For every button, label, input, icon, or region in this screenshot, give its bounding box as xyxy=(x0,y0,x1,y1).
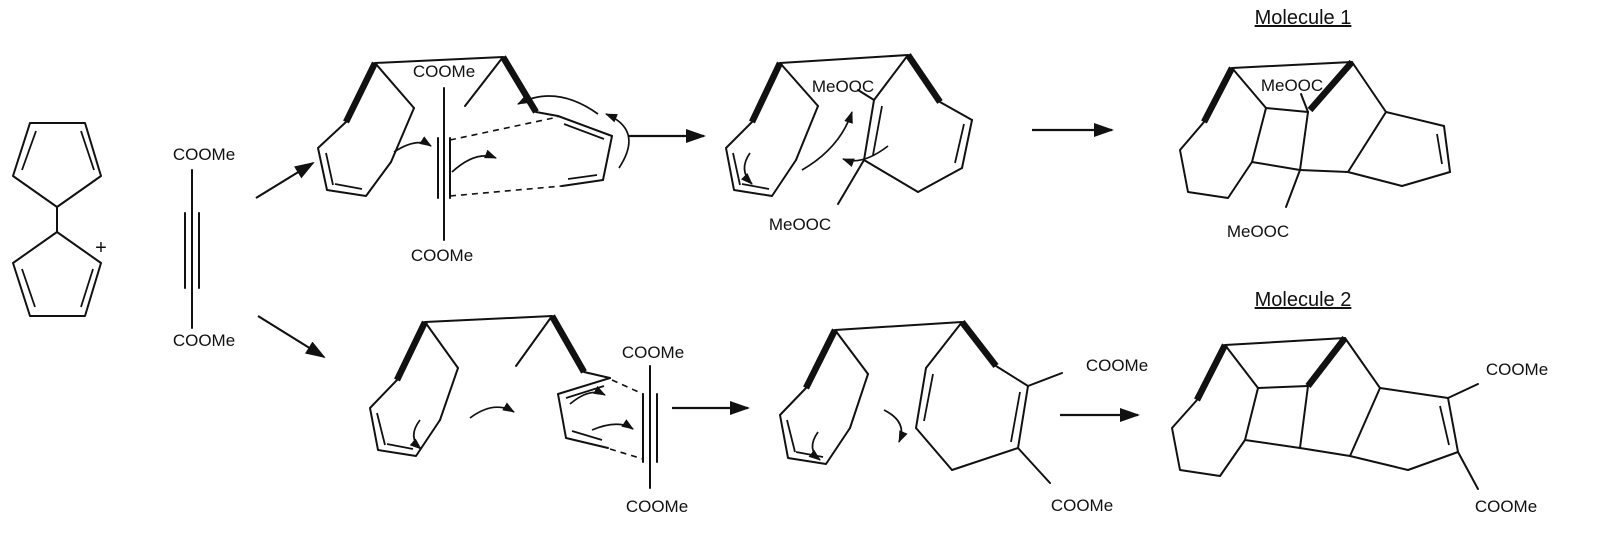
curved-arrow xyxy=(842,145,889,168)
curved-arrow xyxy=(591,419,634,431)
structure-molecule-1 xyxy=(1179,59,1451,208)
curved-arrow xyxy=(801,111,853,171)
ts-bottom-ester-bottom-label: COOMe xyxy=(625,497,689,516)
curved-arrow xyxy=(451,149,497,173)
structure-dienophile-alkyne xyxy=(184,169,200,329)
dienophile-top-ester-label: COOMe xyxy=(172,145,236,164)
molecule-1-ester-top-label: MeOOC xyxy=(1260,76,1324,95)
molecule-1-title: Molecule 1 xyxy=(1254,7,1352,29)
structure-reactant-dihydrofulvalene xyxy=(12,122,102,317)
intermediate-top-ester-bottom-label: MeOOC xyxy=(768,215,832,234)
structure-ts-bottom xyxy=(369,314,658,489)
molecule-2-title: Molecule 2 xyxy=(1254,289,1352,311)
structure-intermediate-bottom xyxy=(779,320,1063,484)
intermediate-top-ester-top-label: MeOOC xyxy=(811,77,875,96)
molecule-2-ester-bottom-label: COOMe xyxy=(1474,497,1538,516)
ts-bottom-ester-top-label: COOMe xyxy=(621,343,685,362)
molecule-2-ester-top-label: COOMe xyxy=(1485,360,1549,379)
structure-intermediate-top xyxy=(725,53,973,205)
dienophile-bottom-ester-label: COOMe xyxy=(172,331,236,350)
curved-arrow xyxy=(883,409,908,443)
curved-arrow xyxy=(605,113,630,169)
curved-arrow xyxy=(409,419,422,450)
structure-ts-top xyxy=(317,55,630,241)
molecule-1-ester-bottom-label: MeOOC xyxy=(1226,222,1290,241)
curved-arrow xyxy=(393,136,432,153)
curved-arrow xyxy=(517,94,599,115)
curved-arrow xyxy=(741,152,753,185)
curved-arrow xyxy=(569,385,606,405)
curved-arrow xyxy=(808,431,821,461)
structure-molecule-2 xyxy=(1171,336,1479,490)
ts-top-ester-bottom-label: COOMe xyxy=(410,246,474,265)
plus-sign: + xyxy=(95,237,107,259)
intermediate-bottom-ester-top-label: COOMe xyxy=(1085,356,1149,375)
branch-arrow-bottom xyxy=(257,315,326,359)
ts-top-ester-top-label: COOMe xyxy=(412,62,476,81)
branch-arrow-top xyxy=(255,161,315,199)
intermediate-bottom-ester-bottom-label: COOMe xyxy=(1050,496,1114,515)
curved-arrow xyxy=(469,402,515,419)
